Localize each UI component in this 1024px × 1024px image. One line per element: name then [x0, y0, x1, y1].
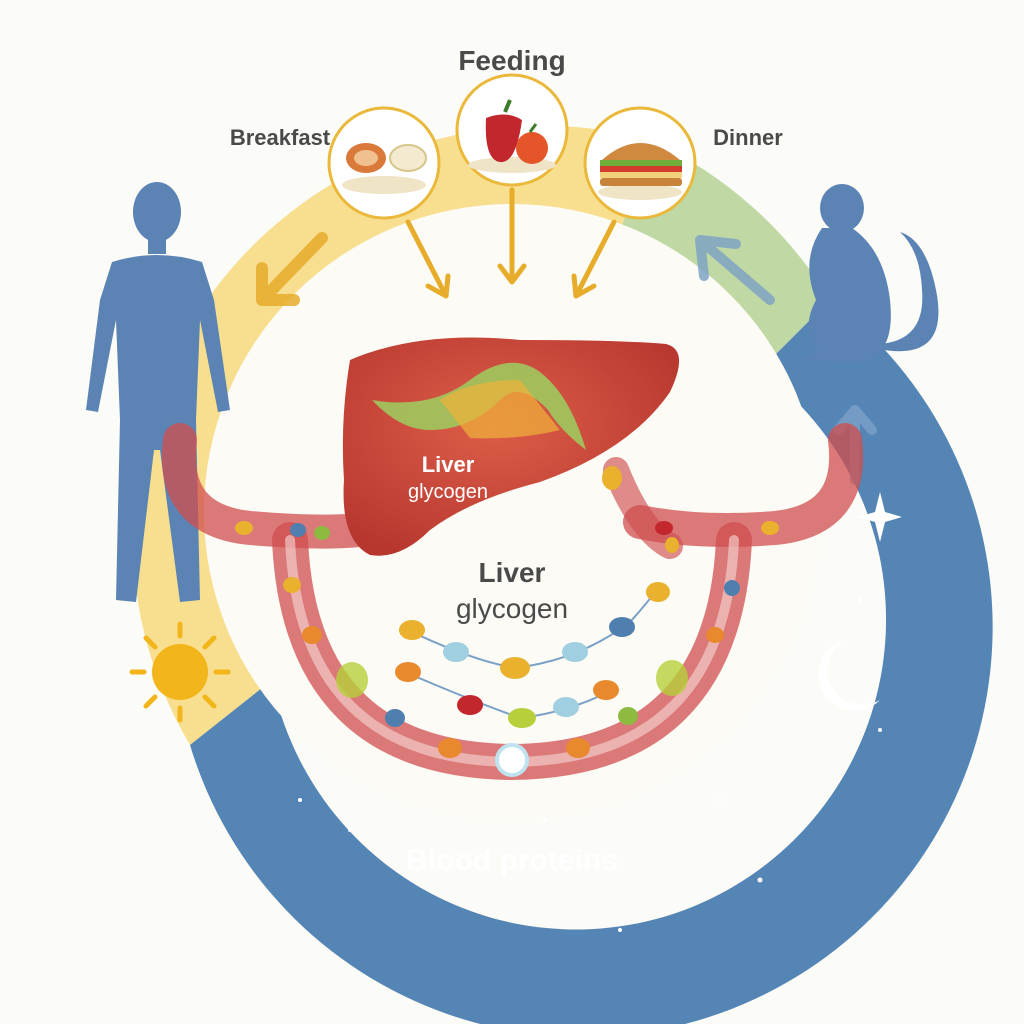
liver-icon	[342, 337, 680, 556]
night-ring-segment	[190, 300, 993, 1024]
fruit-arrow-icon	[497, 187, 527, 285]
night-stars	[298, 597, 882, 932]
day-ring-arrow-icon	[256, 232, 328, 306]
sandwich-arrow-icon	[571, 219, 617, 299]
sparkle-star-icon	[858, 492, 902, 542]
pepper-tomato-icon	[455, 73, 569, 187]
liver-glycogen-on-liver-line1: Liver	[422, 452, 475, 477]
feeding-label: Feeding	[458, 45, 565, 76]
feeding-arrows	[405, 187, 617, 299]
breakfast-arrow-icon	[405, 219, 451, 299]
liver-glycogen-center-line1: Liver	[479, 557, 546, 588]
glycogen-chain	[395, 582, 670, 728]
sun-icon	[129, 621, 231, 723]
blood-proteins-label: Blood proteins	[406, 844, 618, 877]
dinner-label: Dinner	[713, 125, 783, 150]
sandwich-icon	[583, 106, 697, 220]
liver-glycogen-on-liver-line2: glycogen	[408, 481, 488, 503]
liver-glycogen-center-line2: glycogen	[456, 593, 568, 624]
monkey-silhouette-icon	[800, 184, 939, 362]
breakfast-label: Breakfast	[230, 125, 331, 150]
crescent-moon-icon	[818, 640, 880, 711]
dinner-ring-arrow-icon	[695, 235, 775, 305]
blood-particles	[235, 466, 779, 777]
breakfast-plate-icon	[327, 106, 441, 220]
